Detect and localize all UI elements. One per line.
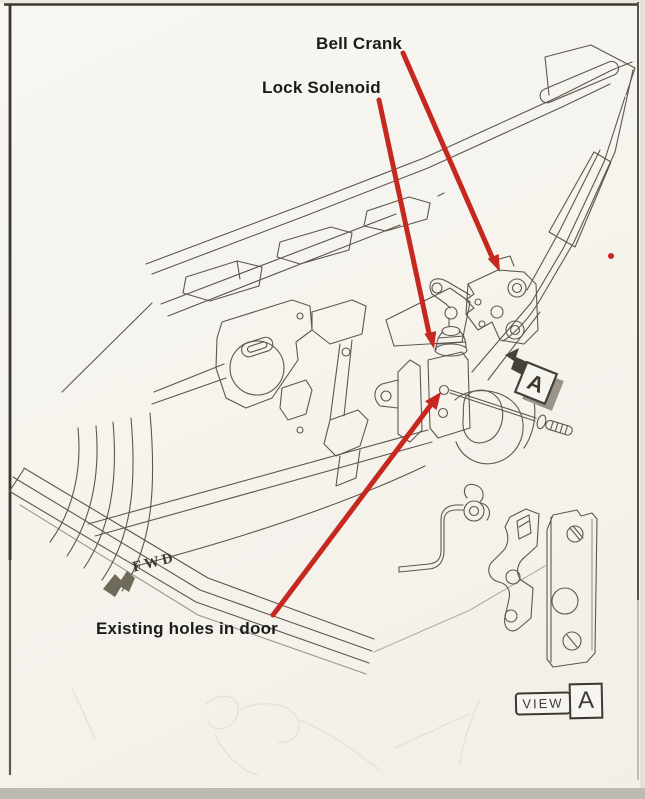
- view-label-text: VIEW: [522, 695, 564, 712]
- bottom-scan-band: [0, 788, 645, 799]
- bell-crank-arrow: [400, 50, 500, 272]
- view-letter-text: A: [577, 686, 595, 715]
- top-margin-strip: [0, 0, 645, 3]
- door-top-bracket-band: [160, 192, 445, 317]
- existing-holes-label: Existing holes in door: [96, 619, 278, 638]
- inner-panel-creases: [87, 429, 433, 567]
- regulator-motor-cluster: [151, 299, 369, 487]
- door-line-art: [8, 44, 636, 675]
- existing-holes-arrow: [270, 392, 441, 618]
- panel-opening: [385, 287, 471, 347]
- bell-crank-label: Bell Crank: [316, 34, 403, 53]
- existing-hole-upper: [438, 384, 450, 396]
- existing-hole-lower: [437, 407, 449, 419]
- indicator-box: A: [513, 360, 559, 406]
- view-letter-box: A: [568, 682, 604, 720]
- lock-solenoid-arrow: [376, 97, 437, 349]
- direction-a-indicator: A: [505, 348, 564, 411]
- bleedthrough-sketch: [71, 687, 481, 776]
- linkage-rod: [449, 389, 573, 436]
- window-frame-rail: [145, 44, 636, 381]
- view-label-box: VIEW: [514, 691, 572, 716]
- red-dot-mark: [608, 253, 614, 259]
- view-a-detail-drawing: [398, 483, 598, 668]
- bell-crank-drawing: [465, 255, 539, 345]
- lock-solenoid-drawing: [374, 278, 471, 443]
- right-margin-strip: [640, 0, 645, 799]
- fwd-arrow-icon: [103, 571, 135, 597]
- lock-solenoid-label: Lock Solenoid: [262, 78, 381, 97]
- door-front-and-sill: [8, 302, 546, 675]
- red-annotation-arrows: [270, 50, 614, 618]
